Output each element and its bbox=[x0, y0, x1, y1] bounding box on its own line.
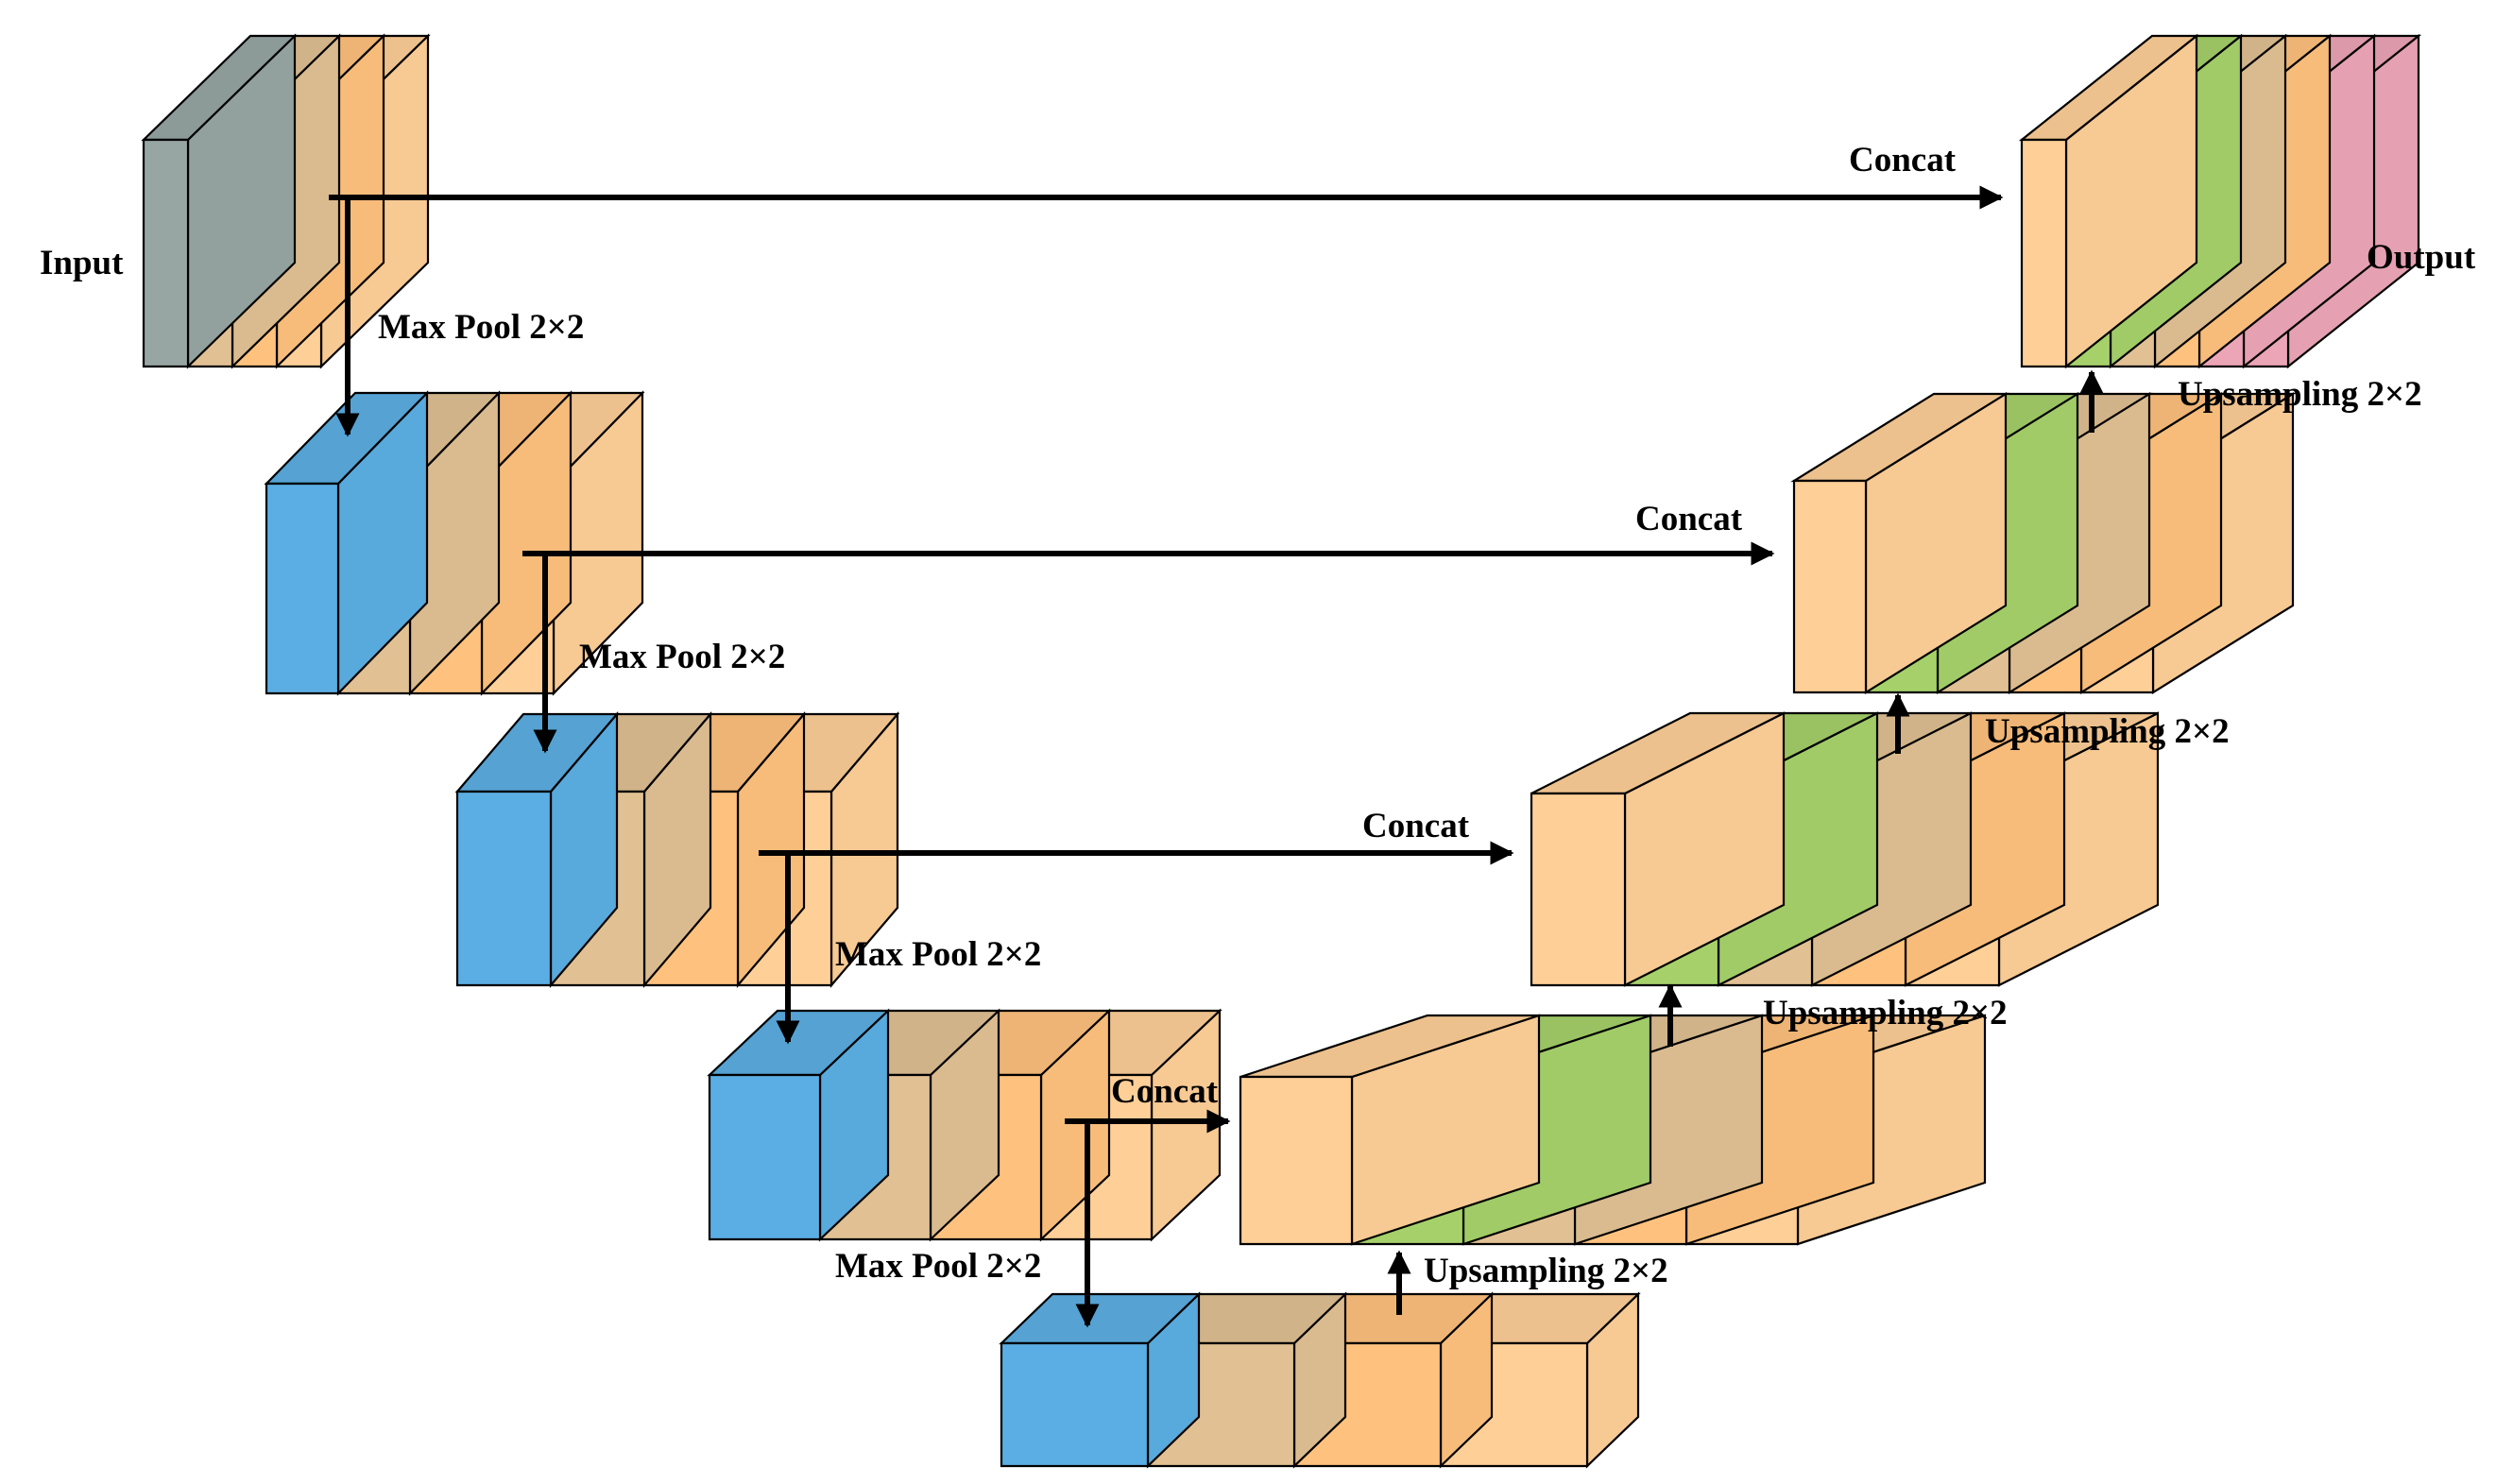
slab-front-face bbox=[1792, 479, 1868, 694]
feature-slab bbox=[1239, 1014, 1541, 1246]
concat-label-1: Concat bbox=[1849, 141, 1957, 179]
slab-front-face bbox=[708, 1073, 822, 1241]
slab-front-face bbox=[455, 790, 553, 987]
feature-slab bbox=[1530, 711, 1786, 987]
feature-slab bbox=[1790, 392, 2009, 694]
max-pool-label-2: Max Pool 2×2 bbox=[579, 638, 785, 676]
feature-slab bbox=[141, 33, 298, 369]
diagram-labels: Input Output Max Pool 2×2 Max Pool 2×2 M… bbox=[40, 141, 2476, 1290]
slab-front-face bbox=[142, 138, 190, 368]
max-pool-label-1: Max Pool 2×2 bbox=[378, 308, 584, 347]
slab-front-face bbox=[265, 482, 340, 695]
decoder-block-3 bbox=[1530, 711, 2160, 987]
slab-front-face bbox=[1239, 1075, 1354, 1246]
encoder-block-2 bbox=[264, 390, 645, 696]
concat-label-4: Concat bbox=[1111, 1072, 1219, 1111]
slab-front-face bbox=[2020, 138, 2068, 368]
upsampling-label-4: Upsampling 2×2 bbox=[2178, 375, 2422, 414]
feature-slab bbox=[999, 1291, 1202, 1469]
upsampling-label-1: Upsampling 2×2 bbox=[1424, 1252, 1668, 1290]
decoder-block-4 bbox=[1239, 1014, 1987, 1246]
encoder-block-3 bbox=[454, 711, 900, 988]
concat-label-3: Concat bbox=[1362, 807, 1470, 845]
max-pool-label-3: Max Pool 2×2 bbox=[835, 935, 1041, 974]
concat-label-2: Concat bbox=[1635, 500, 1743, 538]
upsampling-label-3: Upsampling 2×2 bbox=[1985, 712, 2230, 751]
output-block bbox=[2018, 33, 2422, 369]
feature-slab bbox=[264, 390, 430, 696]
slab-front-face bbox=[1000, 1341, 1150, 1468]
output-label: Output bbox=[2367, 238, 2476, 277]
max-pool-label-4: Max Pool 2×2 bbox=[835, 1247, 1041, 1286]
input-label: Input bbox=[40, 244, 124, 282]
feature-slab bbox=[2018, 33, 2200, 369]
bottleneck-block bbox=[999, 1291, 1641, 1469]
connector-arrows bbox=[329, 185, 2104, 1328]
encoder-block-4 bbox=[707, 1008, 1222, 1242]
upsampling-label-2: Upsampling 2×2 bbox=[1763, 994, 2008, 1032]
slab-front-face bbox=[1530, 792, 1627, 987]
decoder-block-2 bbox=[1790, 392, 2297, 694]
feature-map-blocks bbox=[141, 33, 2422, 1469]
